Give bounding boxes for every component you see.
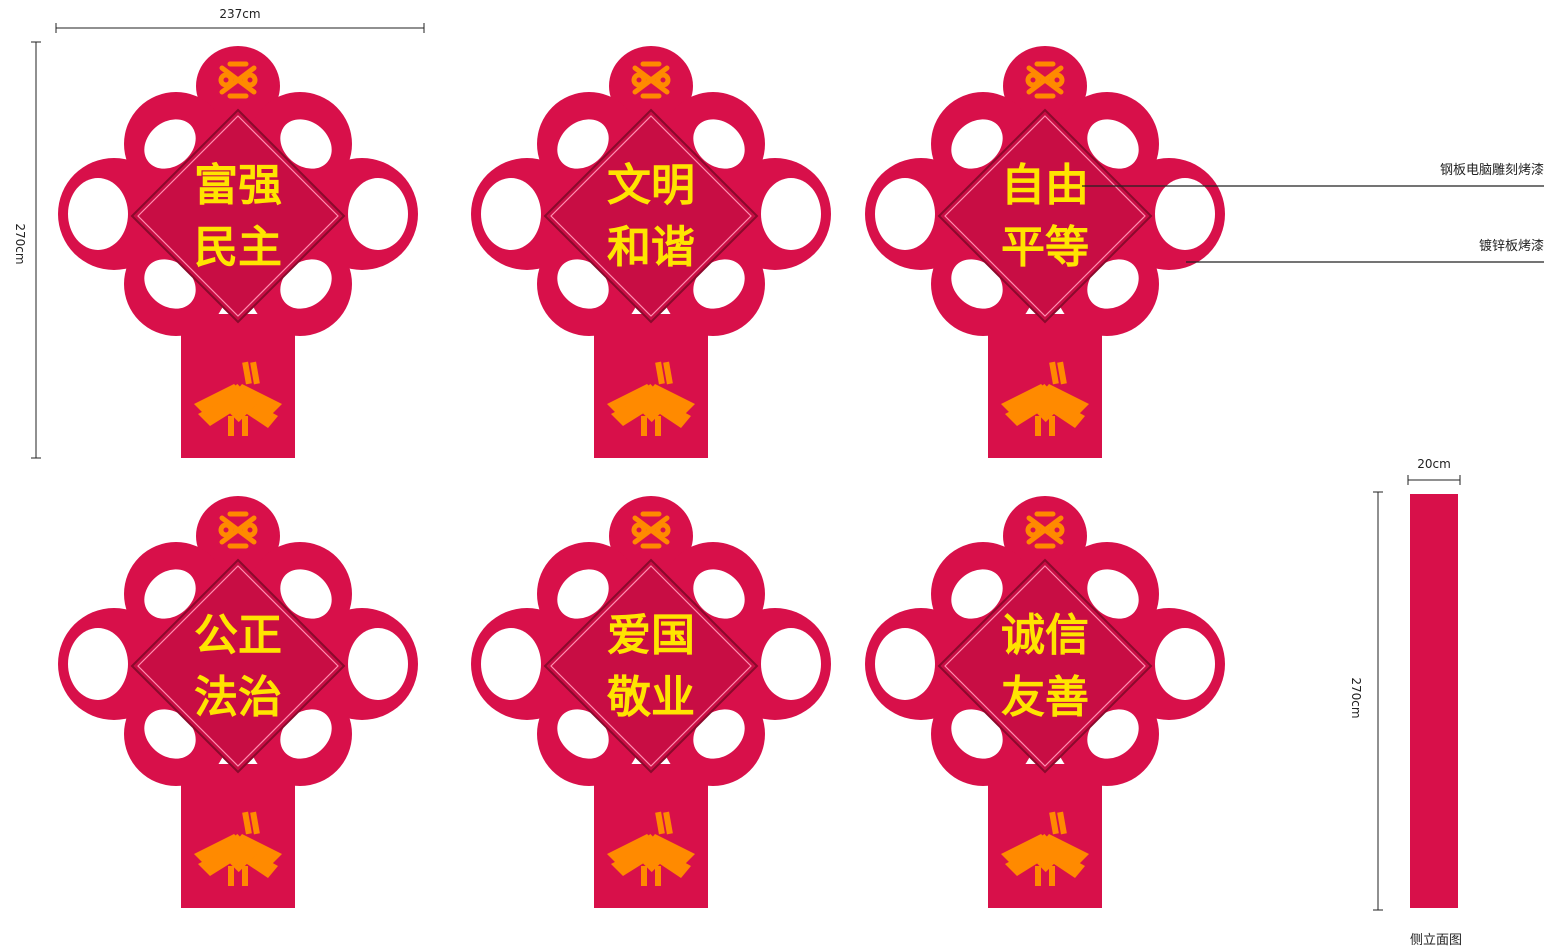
sign-4-line2: 法治 xyxy=(194,672,282,723)
side-elevation: 20cm 270cm 侧立面图 xyxy=(1349,457,1462,948)
sign-5: 爱国 敬业 xyxy=(471,496,831,908)
callout-top: 钢板电脑雕刻烤漆 xyxy=(1082,162,1544,187)
sign-2-line2: 和谐 xyxy=(607,222,695,273)
side-height-label: 270cm xyxy=(1349,677,1363,718)
sign-3-line1: 自由 xyxy=(1001,160,1089,211)
callout-top-label: 钢板电脑雕刻烤漆 xyxy=(1440,162,1544,178)
width-dimension: 237cm xyxy=(55,7,425,33)
sign-6-line2: 友善 xyxy=(1001,672,1089,723)
sign-3: 自由 平等 xyxy=(865,46,1225,458)
sign-5-line2: 敬业 xyxy=(606,672,695,723)
side-panel xyxy=(1410,494,1458,908)
sign-5-line1: 爱国 xyxy=(607,610,695,661)
sign-6: 诚信 友善 xyxy=(865,496,1225,908)
sign-1: 富强 民主 xyxy=(58,46,418,458)
sign-3-line2: 平等 xyxy=(1001,222,1089,273)
sign-4: 公正 法治 xyxy=(58,496,418,908)
height-dimension: 270cm xyxy=(13,41,41,459)
side-view-caption: 侧立面图 xyxy=(1410,933,1462,948)
sign-1-line1: 富强 xyxy=(194,160,282,211)
callout-bottom: 镀锌板烤漆 xyxy=(1186,238,1544,263)
height-label: 270cm xyxy=(13,223,27,264)
callout-bottom-label: 镀锌板烤漆 xyxy=(1479,238,1544,254)
sign-2-line1: 文明 xyxy=(607,160,695,211)
width-label: 237cm xyxy=(219,7,260,21)
sign-4-line1: 公正 xyxy=(194,610,282,661)
side-width-label: 20cm xyxy=(1417,457,1451,471)
sign-1-line2: 民主 xyxy=(194,222,282,273)
sign-6-line1: 诚信 xyxy=(1001,610,1089,661)
sign-2: 文明 和谐 xyxy=(471,46,831,458)
